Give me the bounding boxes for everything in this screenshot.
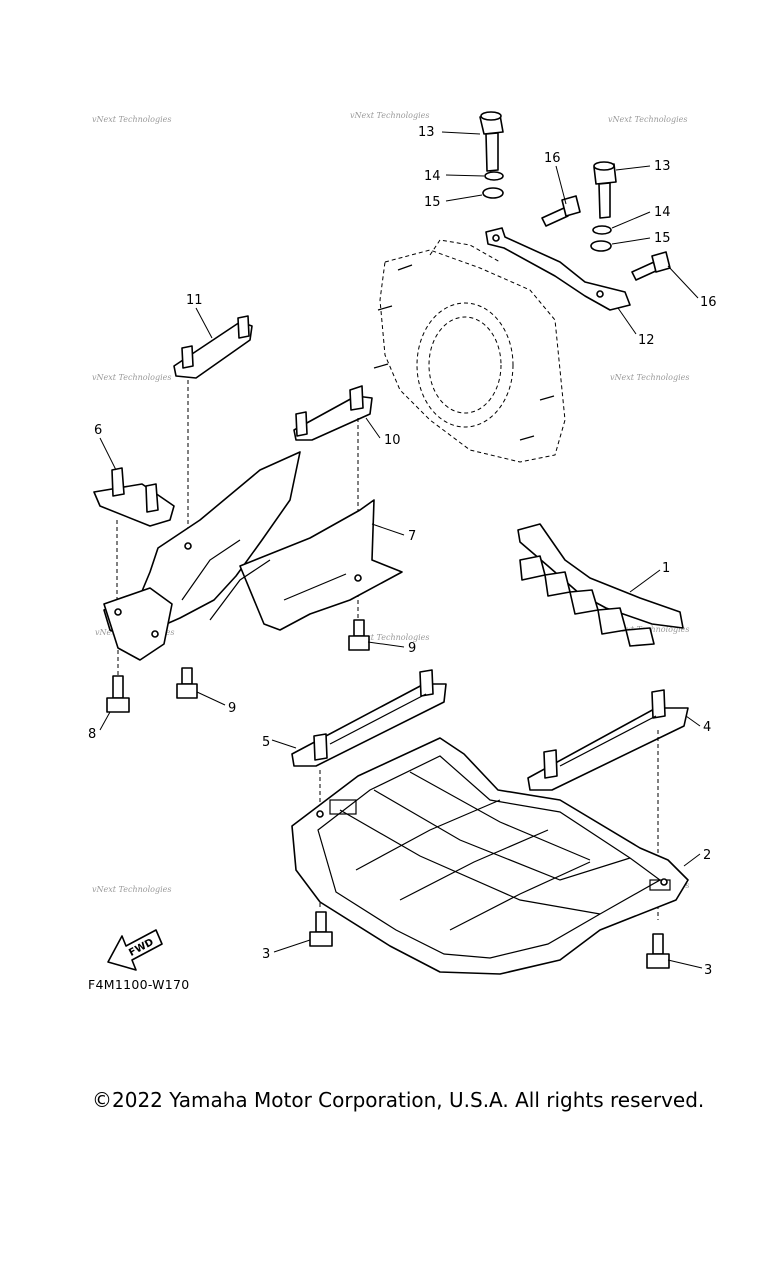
callout-5: 5 [262, 735, 270, 750]
figure-code: F4M1100-W170 [88, 977, 190, 992]
part-9-bolt-right [348, 619, 370, 651]
callout-10: 10 [384, 433, 401, 448]
callout-6: 6 [94, 423, 102, 438]
watermark-7: vNext Technologies [350, 633, 429, 642]
watermark-9: vNext Technologies [92, 885, 171, 894]
part-16-bolt-lower [631, 251, 671, 281]
part-16-bolt-upper [541, 195, 581, 227]
callout-1: 1 [662, 561, 670, 576]
watermark-1: vNext Technologies [92, 115, 171, 124]
callout-3-left: 3 [262, 947, 270, 962]
part-10-mount-plate [293, 385, 373, 441]
callout-16-upper: 16 [544, 151, 561, 166]
callout-8: 8 [88, 727, 96, 742]
part-13-bolt-left [479, 111, 504, 172]
engine-housing-reference [373, 239, 566, 463]
part-9-bolt-left [176, 667, 198, 699]
watermark-3: vNext Technologies [608, 115, 687, 124]
part-1-rubber-block [517, 523, 684, 647]
part-14-washer-right [592, 225, 612, 235]
part-3-bolt-right [646, 933, 670, 969]
forward-direction-arrow: FWD [107, 929, 163, 971]
part-15-washer-left [482, 187, 504, 199]
part-11-mount-plate [173, 315, 253, 379]
part-3-bolt-left [309, 911, 333, 947]
part-12-bracket [485, 227, 631, 311]
callout-13-right: 13 [654, 159, 671, 174]
callout-16-lower: 16 [700, 295, 717, 310]
callout-4: 4 [703, 720, 711, 735]
part-5-slide-rail [291, 669, 447, 767]
watermark-4: vNext Technologies [92, 373, 171, 382]
callout-9-right: 9 [408, 641, 416, 656]
part-4-slide-rail [527, 689, 689, 791]
copyright-notice: ©2022 Yamaha Motor Corporation, U.S.A. A… [92, 1088, 705, 1112]
callout-3-right: 3 [704, 963, 712, 978]
part-7-duct-assembly [103, 451, 403, 661]
watermark-5: vNext Technologies [610, 373, 689, 382]
callout-15-right: 15 [654, 231, 671, 246]
callout-12: 12 [638, 333, 655, 348]
callout-14-left: 14 [424, 169, 441, 184]
callout-15-left: 15 [424, 195, 441, 210]
leader-lines [99, 131, 703, 969]
part-13-bolt-right [593, 161, 617, 219]
callout-11: 11 [186, 293, 203, 308]
part-15-washer-right [590, 240, 612, 252]
part-6-mount [93, 467, 175, 527]
part-8-bolt [106, 675, 130, 713]
callout-2: 2 [703, 848, 711, 863]
exploded-parts-diagram: vNext Technologies vNext Technologies vN… [88, 111, 717, 978]
callout-9-left: 9 [228, 701, 236, 716]
callout-14-right: 14 [654, 205, 671, 220]
callout-7: 7 [408, 529, 416, 544]
part-14-washer-left [484, 171, 504, 181]
callout-13-left: 13 [418, 125, 435, 140]
watermark-2: vNext Technologies [350, 111, 429, 120]
part-2-skid-plate [291, 737, 689, 975]
